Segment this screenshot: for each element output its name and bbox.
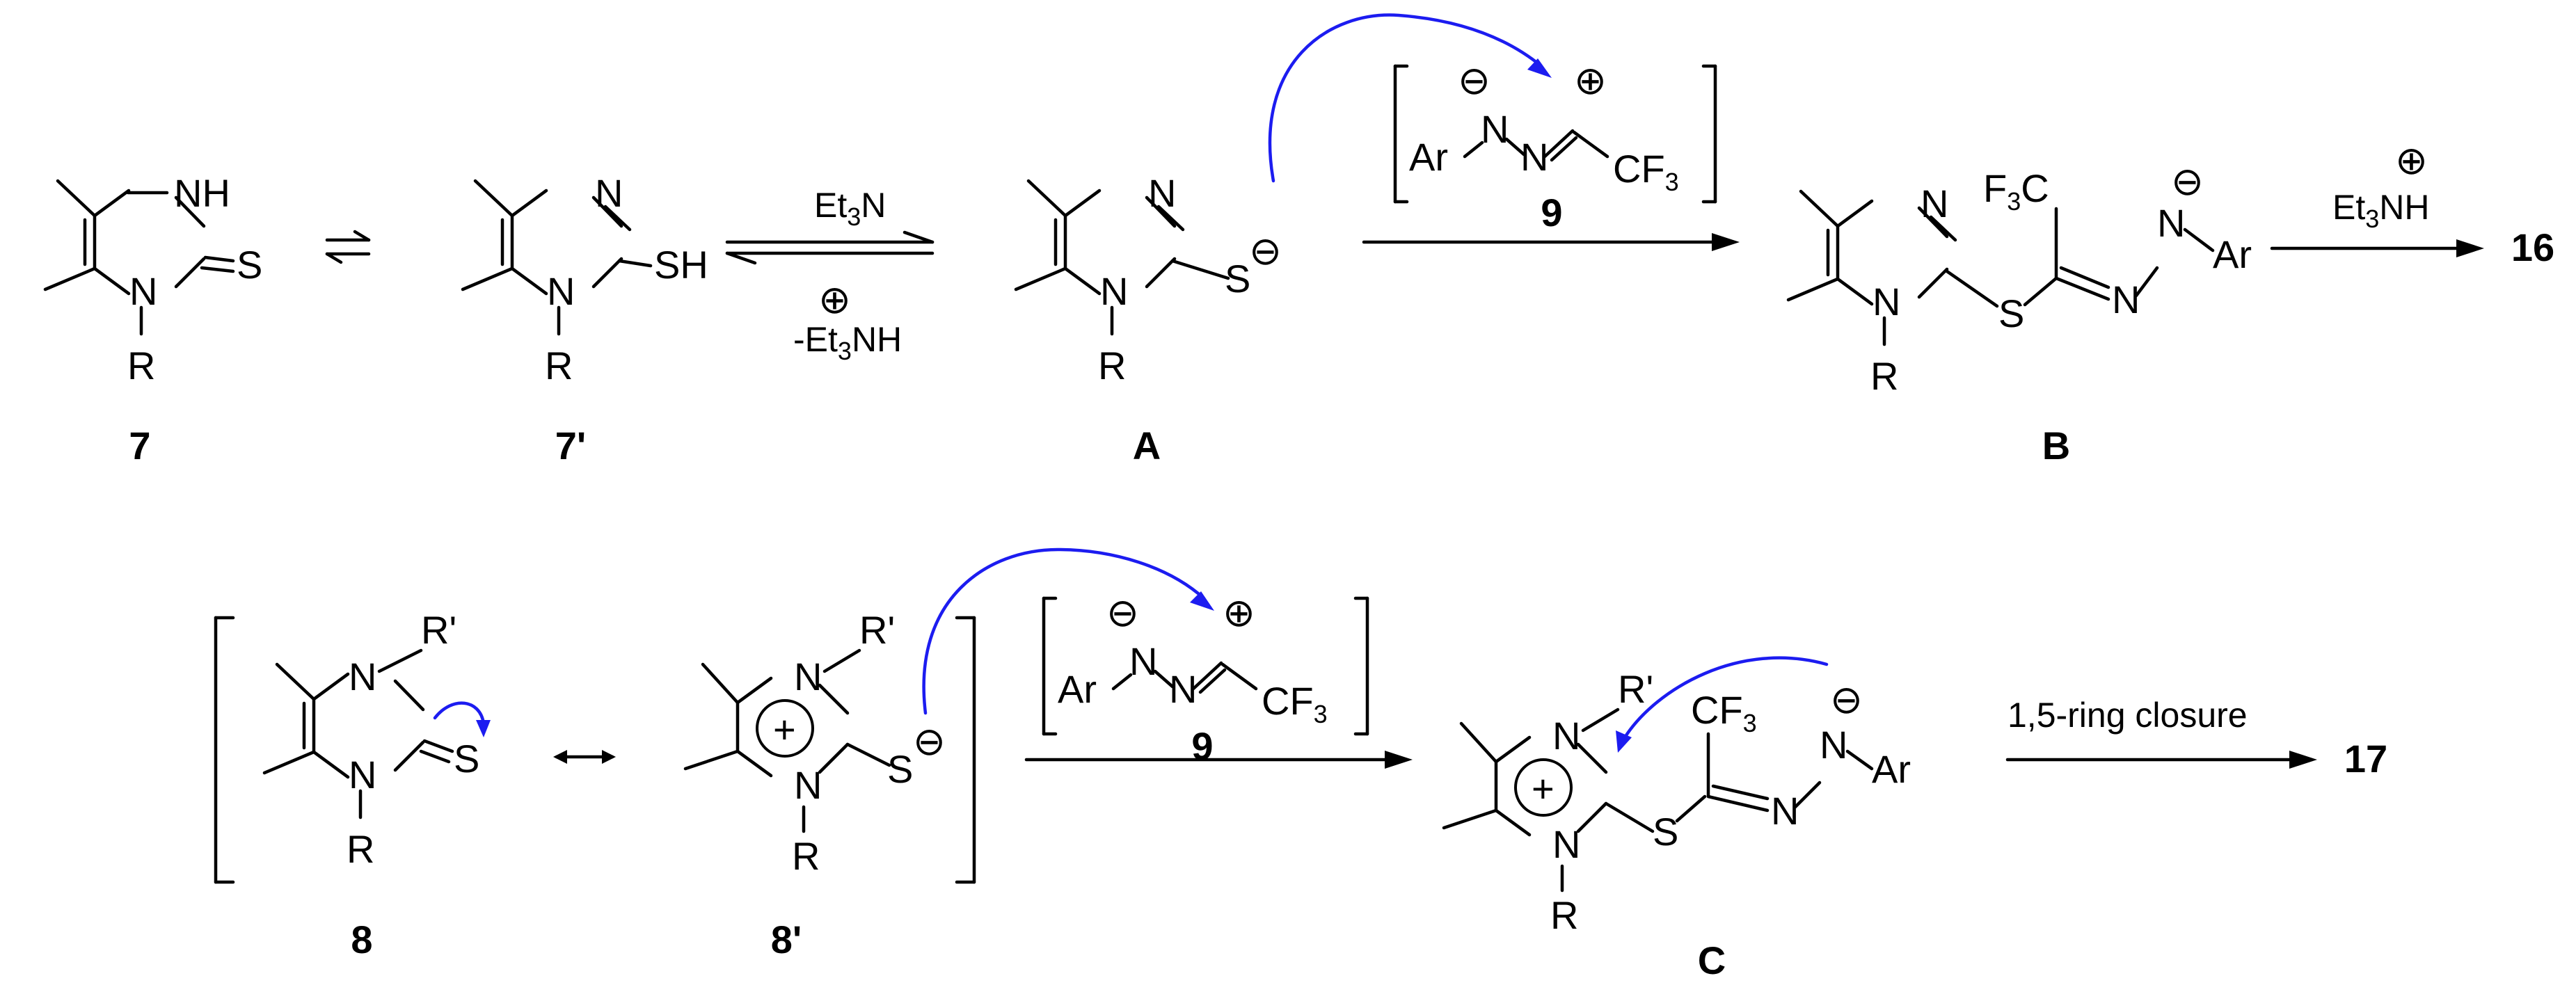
charge-minus: ⊖ (1249, 229, 1282, 273)
curved-arrow-2 (922, 547, 1214, 715)
compound-7-prime: N N SH R 7' (463, 171, 708, 467)
atom-r-prime: R' (1618, 667, 1653, 711)
atom-ar: Ar (2213, 232, 2252, 276)
atom-n: N (1921, 182, 1948, 225)
atom-n: N (129, 269, 157, 313)
compound-8: N R' N S R 8 (264, 608, 491, 961)
label-b: B (2042, 424, 2070, 467)
atom-r: R (1870, 354, 1898, 398)
atom-n: N (2112, 278, 2140, 321)
atom-ar: Ar (1409, 135, 1448, 179)
atom-cf3: CF3 (1613, 147, 1679, 196)
arrow-8p-to-c (1024, 751, 1413, 769)
arrow-a-to-b (1362, 233, 1740, 251)
reagent-et3n: Et3N (814, 186, 886, 231)
label-9: 9 (1541, 191, 1562, 234)
atom-r: R (1550, 893, 1578, 937)
atom-cf3: CF3 (1691, 688, 1757, 737)
atom-n: N (1873, 280, 1900, 323)
charge-minus: ⊖ (1830, 678, 1863, 721)
atom-s: S (454, 737, 479, 781)
compound-8-prime: + N R' N S ⊖ R 8' (683, 608, 946, 961)
atom-r: R (1098, 344, 1126, 387)
resonance-arrow (553, 750, 616, 764)
atom-n: N (1148, 171, 1176, 215)
label-7: 7 (129, 424, 150, 467)
atom-s: S (1225, 257, 1250, 301)
equilibrium-et3n: Et3N ⊕ -Et3NH (725, 186, 935, 365)
compound-7: NH N S R 7 (45, 171, 262, 467)
reagent-9-row1: ⊖ ⊕ Ar N N CF3 9 (1393, 58, 1717, 234)
charge-plus: ⊕ (1223, 591, 1255, 634)
atom-n: N (1129, 639, 1157, 683)
charge-minus: ⊖ (913, 719, 946, 763)
arrow-c-to-17: 1,5-ring closure 17 (2005, 696, 2387, 781)
atom-s: S (1653, 810, 1678, 854)
reagent-9-row2: ⊖ ⊕ Ar N N CF3 9 (1042, 591, 1369, 768)
atom-r: R (545, 344, 573, 387)
atom-r-prime: R' (421, 608, 456, 652)
atom-n: N (547, 269, 575, 313)
atom-f3c: F3C (1983, 166, 2049, 216)
atom-s: S (237, 243, 262, 287)
intermediate-a: N N S ⊖ R A (1016, 171, 1282, 467)
charge-plus: + (1532, 767, 1555, 810)
atom-r: R (127, 344, 155, 387)
atom-ar: Ar (1872, 747, 1911, 791)
atom-n: N (1481, 107, 1509, 151)
atom-sh: SH (654, 243, 708, 287)
atom-n: N (1552, 714, 1580, 758)
atom-nh: NH (174, 171, 230, 215)
atom-r: R (347, 827, 374, 871)
curved-arrow-1 (1268, 13, 1552, 183)
label-a: A (1133, 424, 1161, 467)
label-c: C (1698, 938, 1726, 982)
charge-minus: ⊖ (1106, 591, 1139, 634)
charge-minus: ⊖ (2171, 159, 2204, 203)
atom-n: N (794, 655, 822, 698)
tautomer-arrows (325, 230, 371, 264)
reagent-et3nh: Et3NH (2332, 188, 2430, 233)
atom-s: S (1998, 291, 2024, 335)
atom-n: N (595, 171, 623, 215)
label-8-prime: 8' (771, 918, 802, 961)
atom-n: N (1100, 269, 1128, 313)
atom-n: N (1552, 822, 1580, 866)
charge-plus: ⊕ (818, 278, 851, 321)
reagent-et3nh: -Et3NH (793, 320, 902, 365)
atom-cf3: CF3 (1262, 679, 1328, 728)
atom-s: S (887, 747, 913, 791)
charge-plus: ⊕ (1574, 58, 1607, 102)
atom-n: N (349, 655, 376, 698)
label-9: 9 (1191, 724, 1213, 768)
atom-n: N (349, 753, 376, 797)
resonance-brackets (214, 616, 976, 884)
label-8: 8 (351, 918, 372, 961)
intermediate-c: + N R' N R S CF3 N N ⊖ Ar C (1442, 656, 1911, 982)
charge-plus: + (773, 707, 796, 751)
label-17: 17 (2344, 737, 2387, 781)
intermediate-b: N N S F3C N N ⊖ Ar R B (1788, 159, 2252, 467)
atom-ar: Ar (1058, 667, 1097, 711)
atom-n: N (794, 763, 822, 807)
atom-n: N (2157, 201, 2185, 245)
ring-closure-label: 1,5-ring closure (2007, 696, 2248, 735)
charge-minus: ⊖ (1458, 58, 1490, 102)
arrow-b-to-16: ⊕ Et3NH 16 (2270, 138, 2554, 269)
charge-plus: ⊕ (2395, 138, 2428, 182)
atom-n: N (1771, 789, 1799, 833)
atom-r-prime: R' (859, 608, 895, 652)
label-7-prime: 7' (555, 424, 586, 467)
atom-r: R (792, 834, 820, 878)
label-16: 16 (2511, 225, 2554, 269)
atom-n: N (1820, 723, 1847, 767)
